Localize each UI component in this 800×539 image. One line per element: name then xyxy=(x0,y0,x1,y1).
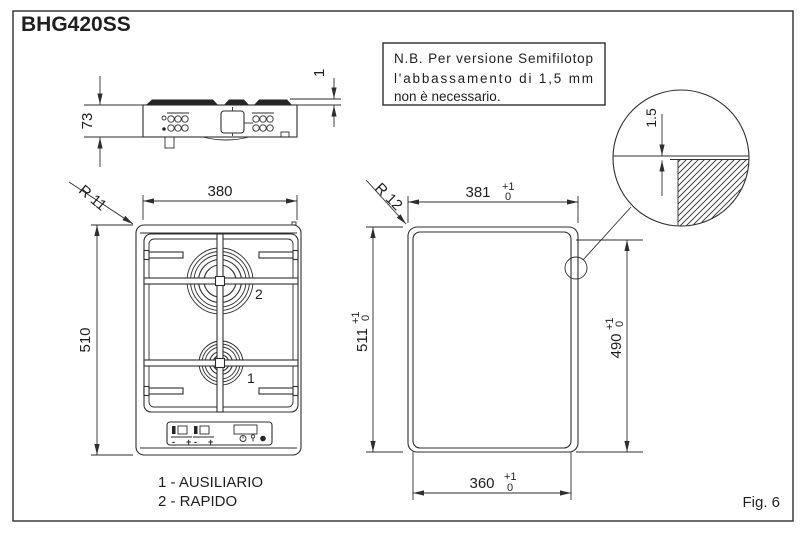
dimension-cutout-width: 381 +1 0 xyxy=(407,181,579,223)
gas-inlet-fitting xyxy=(280,131,290,138)
burner-aux-number: 1 xyxy=(247,370,255,386)
worktop-section xyxy=(613,155,749,226)
worktop-hatch xyxy=(678,159,749,226)
cutout-width-value: 381 xyxy=(465,184,490,201)
control-panel-outline xyxy=(166,421,273,446)
alignment-notch xyxy=(291,221,297,226)
cutout-width-tol-plus: +1 xyxy=(502,181,515,193)
minus-label-2: - xyxy=(194,437,197,447)
timer-display xyxy=(233,424,258,435)
dimension-recess-depth: 1.5 xyxy=(643,108,665,196)
recess-depth-value: 1.5 xyxy=(643,108,659,128)
note-line-3: non è necessario. xyxy=(394,89,501,104)
side-height-value: 73 xyxy=(79,113,96,130)
cutout-outer-edge xyxy=(407,226,579,453)
burner-2-control-icon xyxy=(193,425,214,438)
ignition-icon xyxy=(260,435,266,442)
hob-body-outline xyxy=(142,104,298,138)
cutout-corner-radius-value: R 12 xyxy=(371,180,405,214)
model-title: BHG420SS xyxy=(21,13,131,36)
cutout-width-tol-zero: 0 xyxy=(505,191,511,203)
pan-support-profile xyxy=(146,99,292,105)
grate-height-value: 1 xyxy=(311,69,328,77)
cutout-depth-right-tol-plus: +1 xyxy=(604,317,616,330)
note-line-1: N.B. Per versione Semifilotop xyxy=(394,51,593,66)
figure-number: Fig. 6 xyxy=(742,494,780,511)
figure-border xyxy=(12,10,794,522)
dimension-hob-width: 380 xyxy=(142,183,298,220)
burner-1-control-icon xyxy=(171,425,192,438)
dimension-cutout-depth-left: 511 +1 0 xyxy=(350,226,403,453)
detail-leader-line xyxy=(582,206,632,261)
hob-outer-edge xyxy=(135,224,302,456)
dimension-cutout-bottom-width: 360 +1 0 xyxy=(412,452,572,500)
dimension-grate-height: 1 xyxy=(311,69,337,127)
mounting-bracket xyxy=(164,136,175,149)
hob-depth-value: 510 xyxy=(77,327,94,352)
dimension-cutout-depth-right: 490 +1 0 xyxy=(576,239,643,453)
hob-top-view: 2 1 - + - + xyxy=(68,181,302,456)
dimension-hob-corner-radius: R 11 xyxy=(68,181,134,225)
cutout-bottom-width-tol-plus: +1 xyxy=(504,471,517,483)
gas-valves-left xyxy=(161,112,189,132)
cutout-bottom-width-tol-zero: 0 xyxy=(507,482,513,494)
minus-label-1: - xyxy=(172,437,175,447)
detail-circle xyxy=(612,89,750,227)
detail-reference-ring xyxy=(564,256,588,280)
clock-icon xyxy=(239,435,247,442)
cutout-depth-left-tol-plus: +1 xyxy=(350,311,362,324)
pan-support-bars xyxy=(143,233,299,413)
dimension-side-height: 73 xyxy=(79,76,103,167)
edge-detail-view: 1.5 xyxy=(612,89,750,227)
worktop-cutout-view: 381 +1 0 511 +1 0 490 +1 0 xyxy=(350,180,643,500)
burner-cup-housing xyxy=(220,107,253,136)
dimension-cutout-corner-radius: R 12 xyxy=(365,180,407,225)
plus-label-1: + xyxy=(186,437,191,447)
hob-side-view: 73 1 xyxy=(79,69,341,167)
burner-cup-bottom xyxy=(202,136,250,141)
note-box: N.B. Per versione Semifilotop l'abbassam… xyxy=(382,42,606,106)
cutout-depth-right-tol-zero: 0 xyxy=(614,321,626,327)
legend-auxiliary: 1 - AUSILIARIO xyxy=(158,474,263,491)
cutout-inner-edge xyxy=(412,231,572,449)
burner-legend: 1 - AUSILIARIO 2 - RAPIDO xyxy=(158,474,263,510)
control-panel: - + - + xyxy=(166,421,273,447)
hob-width-value: 380 xyxy=(207,183,232,200)
cutout-depth-right-value: 490 xyxy=(608,333,625,358)
burner-rapid-number: 2 xyxy=(255,286,263,302)
cutout-depth-left-value: 511 xyxy=(354,328,371,352)
plus-label-2: + xyxy=(208,437,213,447)
key-icon xyxy=(250,434,256,442)
note-line-2: l'abbassamento di 1,5 mm xyxy=(394,71,593,86)
hob-corner-radius-value: R 11 xyxy=(75,182,109,215)
cutout-bottom-width-value: 360 xyxy=(469,475,494,492)
cutout-depth-left-tol-zero: 0 xyxy=(360,315,372,321)
dimension-hob-depth: 510 xyxy=(77,224,133,456)
gas-valves-right xyxy=(252,112,274,132)
note-box-border xyxy=(382,42,606,106)
legend-rapid: 2 - RAPIDO xyxy=(158,493,237,510)
